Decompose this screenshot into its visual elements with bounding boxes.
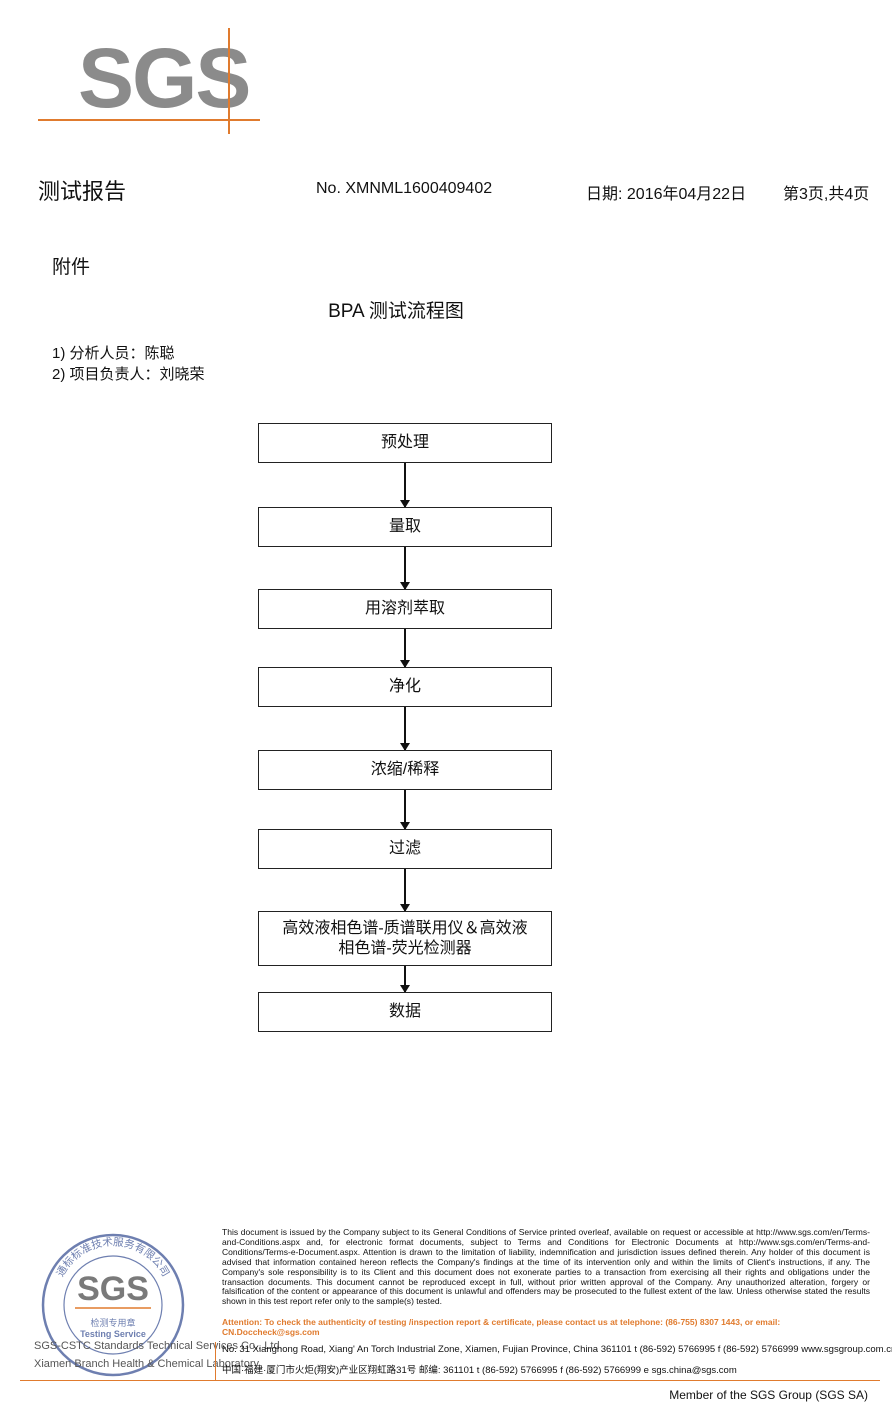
address-en: No. 31 Xianghong Road, Xiang' An Torch I… [222,1344,892,1355]
flowchart-title: BPA 测试流程图 [328,301,464,322]
flow-step-hplc-ms-fld: 高效液相色谱-质谱联用仪＆高效液相色谱-荧光检测器 [258,911,552,966]
testing-service-seal: 通标标准技术服务有限公司 SGS 检测专用章 Testing Service [41,1233,185,1377]
page-indicator: 第3页,共4页 [783,186,870,203]
flow-step-solvent-extraction: 用溶剂萃取 [258,589,552,629]
flow-step-data: 数据 [258,992,552,1032]
seal-sgs-mark: SGS [77,1270,149,1308]
flow-step-measure: 量取 [258,507,552,547]
footer-vertical-rule [215,1342,216,1380]
sgs-group-member: Member of the SGS Group (SGS SA) [669,1388,868,1402]
flow-step-purification: 净化 [258,667,552,707]
authenticity-notice: Attention: To check the authenticity of … [222,1317,781,1337]
footer-horizontal-rule [20,1380,880,1381]
address-cn: 中国·福建·厦门市火炬(翔安)产业区翔虹路31号 邮编: 361101 t (8… [222,1365,737,1376]
report-title: 测试报告 [38,179,127,204]
sgs-logo: SGS [38,28,268,138]
logo-horizontal-line [38,119,260,121]
section-heading: 附件 [52,257,91,278]
report-date: 日期: 2016年04月22日 [586,186,747,203]
report-number: No. XMNML1600409402 [316,180,493,197]
branch-name-en: Xiamen Branch Health & Chemical Laborato… [34,1358,260,1370]
sgs-logo-text: SGS [78,31,251,125]
analyst-line: 1) 分析人员：陈聪 [52,345,175,362]
disclaimer-text: This document is issued by the Company s… [222,1227,870,1307]
flow-step-filtration: 过滤 [258,829,552,869]
flow-step-concentrate-dilute: 浓缩/稀释 [258,750,552,790]
flowchart-arrows [400,463,410,993]
seal-label-cn: 检测专用章 [90,1317,135,1329]
logo-vertical-line [228,28,230,134]
flow-step-pretreatment: 预处理 [258,423,552,463]
seal-label-en: Testing Service [80,1329,146,1339]
project-lead-line: 2) 项目负责人：刘晓荣 [52,366,205,383]
company-name-en: SGS-CSTC Standards Technical Services Co… [34,1340,283,1352]
